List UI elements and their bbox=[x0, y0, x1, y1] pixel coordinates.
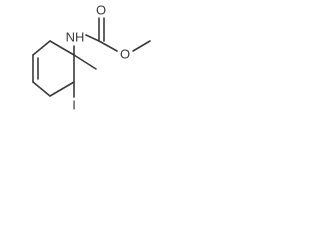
n-carbonyl-bond bbox=[85, 34, 100, 42]
nh-label: NH bbox=[66, 29, 85, 44]
ester-oxygen-label: O bbox=[120, 46, 130, 61]
iodine-label: I bbox=[72, 97, 76, 112]
ester-methyl-bond bbox=[132, 40, 151, 52]
chemical-structure-diagram: NH O O I bbox=[32, 2, 151, 112]
ring-bond-c4-c5 bbox=[32, 81, 51, 97]
carbonyl-ester-bond bbox=[98, 40, 118, 52]
carbonyl-oxygen-label: O bbox=[96, 2, 106, 17]
ring-bond-c1-c2 bbox=[49, 40, 75, 56]
methyl-bond bbox=[73, 54, 97, 70]
ring-bond-c2-c3 bbox=[32, 40, 51, 56]
ring-bond-c5-c6 bbox=[49, 81, 75, 97]
